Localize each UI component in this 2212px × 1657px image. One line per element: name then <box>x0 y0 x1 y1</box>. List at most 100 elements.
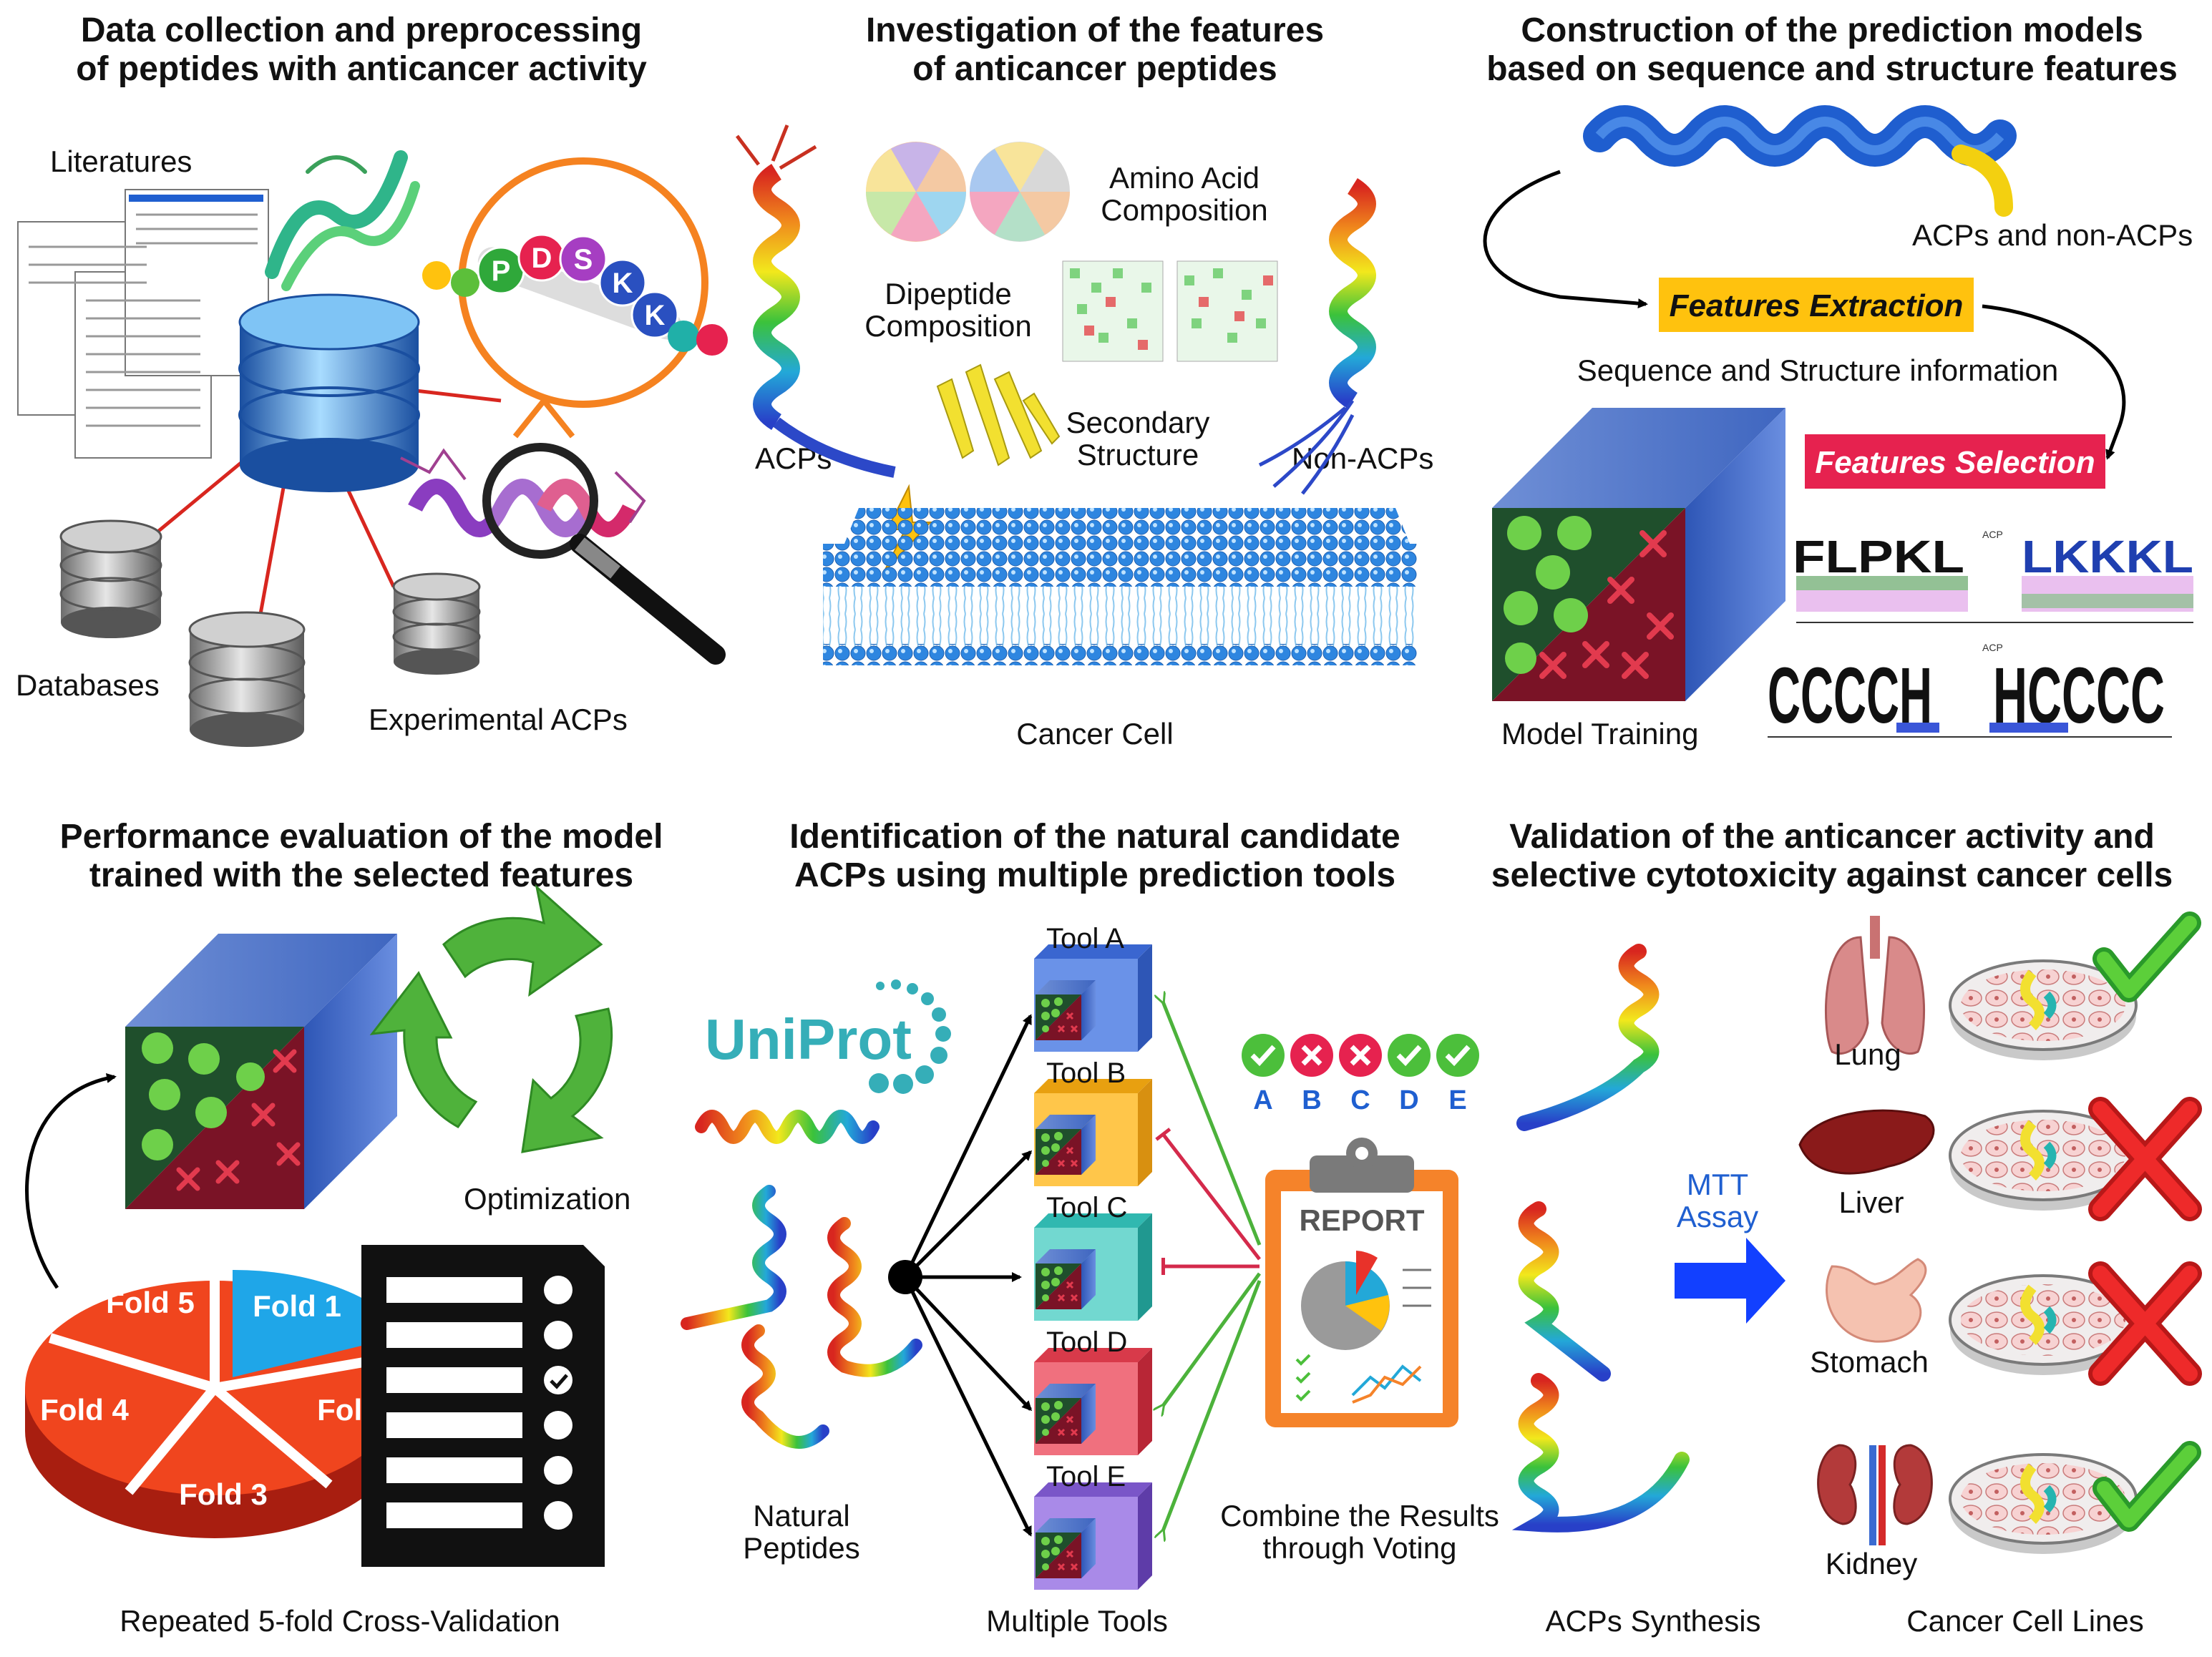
small-database-icon-2 <box>188 611 306 747</box>
dipeptide-heatmap-2 <box>1176 260 1278 362</box>
bead-letter-4: K <box>613 268 633 299</box>
sequence-beads: P D S K K <box>422 233 728 356</box>
liver-icon <box>1798 1109 1935 1175</box>
panel-3-title-line-2: based on sequence and structure features <box>1486 50 2178 88</box>
liver-label: Liver <box>1838 1186 1904 1219</box>
amino-acid-pie-icon-2 <box>970 142 1070 242</box>
panel-model-construction: Construction of the prediction models ba… <box>1483 11 2193 751</box>
stomach-label: Stomach <box>1810 1345 1929 1379</box>
checklist-icon <box>361 1245 605 1567</box>
vote-letter-c: C <box>1350 1085 1370 1115</box>
amino-acid-pie-icon-1 <box>866 142 966 242</box>
tool-b: Tool B <box>1034 1057 1152 1186</box>
aac-label-line-2: Composition <box>1101 193 1267 227</box>
sequence-structure-label: Sequence and Structure information <box>1577 353 2058 387</box>
checked-icon <box>550 1374 568 1389</box>
small-database-icon-3 <box>392 572 481 675</box>
peptide-helix-icon <box>400 448 646 537</box>
logo-top-left: FLPKL <box>1793 531 1964 582</box>
acp-protein-helix-icon <box>1583 105 2017 217</box>
bead-letter-5: K <box>645 300 666 331</box>
combine-results-label-line-1: Combine the Results <box>1220 1499 1499 1533</box>
features-extraction-label: Features Extraction <box>1670 288 1964 323</box>
mtt-arrow-icon <box>1675 1238 1785 1324</box>
literatures-label: Literatures <box>50 145 192 178</box>
tool-e: Tool E <box>1034 1461 1152 1590</box>
optimization-cycle-icon <box>369 884 613 1153</box>
beta-sheet-icon <box>936 363 1061 466</box>
panel-6-title-line-1: Validation of the anticancer activity an… <box>1509 818 2155 856</box>
cancer-cell-membrane <box>823 508 1417 665</box>
panel-candidate-identification: Identification of the natural candidate … <box>681 818 1499 1638</box>
kidney-label: Kidney <box>1826 1547 1917 1580</box>
literature-papers-icon <box>17 189 269 459</box>
panel-2-title-line-1: Investigation of the features <box>866 11 1324 49</box>
model-training-cube-icon <box>1492 408 1785 701</box>
report-title: REPORT <box>1299 1203 1424 1237</box>
dpc-label-line-1: Dipeptide <box>885 277 1011 311</box>
tool-d-label: Tool D <box>1046 1326 1127 1358</box>
petri-dish-liver <box>1949 1097 2202 1221</box>
tool-e-label: Tool E <box>1046 1461 1126 1492</box>
curved-arrow-to-selection <box>1982 304 2126 460</box>
non-acp-helix-icon <box>1258 177 1376 495</box>
petri-dish-stomach <box>1949 1261 2202 1386</box>
uniprot-logo-text: UniProt <box>705 1007 912 1071</box>
curved-arrow-to-extraction <box>1483 170 1648 309</box>
features-extraction-box <box>1659 278 1974 332</box>
cv-feedback-arrow <box>25 1073 117 1289</box>
vote-icons: A B C D E <box>1242 1034 1479 1115</box>
small-database-icon-1 <box>59 519 162 638</box>
cross-validation-caption: Repeated 5-fold Cross-Validation <box>120 1604 560 1638</box>
panel-4-title-line-2: trained with the selected features <box>89 856 633 894</box>
sequence-logo-bottom: ACP CCCCH HCCCC <box>1768 642 2172 740</box>
lung-label: Lung <box>1834 1037 1901 1071</box>
acps-synthesis-caption: ACPs Synthesis <box>1545 1604 1760 1638</box>
optimization-label: Optimization <box>464 1182 630 1216</box>
lung-icon <box>1824 916 1926 1055</box>
combine-results-label-line-2: through Voting <box>1263 1531 1457 1565</box>
panel-5-title-line-1: Identification of the natural candidate <box>789 818 1400 856</box>
natural-peptide-icons <box>681 1110 922 1449</box>
kidney-icon <box>1817 1444 1933 1545</box>
natural-peptides-label-line-2: Peptides <box>743 1531 859 1565</box>
multiple-tools-caption: Multiple Tools <box>986 1604 1168 1638</box>
panel-6-title-line-2: selective cytotoxicity against cancer ce… <box>1491 856 2173 894</box>
logo-title-top: ACP <box>1982 529 2003 540</box>
features-selection-label: Features Selection <box>1815 445 2095 480</box>
acps-non-acps-label: ACPs and non-ACPs <box>1912 218 2193 252</box>
tool-d: Tool D <box>1034 1326 1152 1455</box>
panel-3-title-line-1: Construction of the prediction models <box>1521 11 2143 49</box>
uniprot-logo: UniProt <box>705 979 951 1094</box>
acp-helix-icon <box>736 124 896 478</box>
panel-1-title-line-1: Data collection and preprocessing <box>81 11 642 49</box>
panel-5-title-line-2: ACPs using multiple prediction tools <box>794 856 1395 894</box>
result-arrows <box>1163 1002 1262 1531</box>
logo-title-bottom: ACP <box>1982 642 2003 653</box>
vote-letter-e: E <box>1448 1085 1466 1115</box>
secondary-structure-label-line-2: Structure <box>1077 438 1199 471</box>
panel-data-collection: Data collection and preprocessing of pep… <box>16 11 728 747</box>
magnifier-icon <box>482 443 726 665</box>
secondary-structure-label-line-1: Secondary <box>1066 406 1210 439</box>
experimental-acps-label: Experimental ACPs <box>369 703 628 736</box>
panel-2-title-line-2: of anticancer peptides <box>912 50 1277 88</box>
tool-b-label: Tool B <box>1046 1057 1126 1089</box>
panel-4-title-line-1: Performance evaluation of the model <box>60 818 663 856</box>
stomach-icon <box>1826 1258 1927 1343</box>
dipeptide-heatmap-1 <box>1062 260 1164 362</box>
model-training-label: Model Training <box>1501 717 1698 751</box>
synthesized-peptide-icons <box>1511 944 1690 1533</box>
dpc-label-line-2: Composition <box>864 309 1031 343</box>
databases-label: Databases <box>16 668 160 702</box>
cancer-cell-label: Cancer Cell <box>1016 717 1173 751</box>
panel-performance-evaluation: Performance evaluation of the model trai… <box>25 818 663 1638</box>
panel-feature-investigation: Investigation of the features of antican… <box>736 11 1433 751</box>
mtt-assay-label-line-1: MTT <box>1687 1168 1748 1201</box>
vote-letter-b: B <box>1302 1085 1321 1115</box>
fold-5-label: Fold 5 <box>106 1286 195 1319</box>
vote-letter-a: A <box>1253 1085 1272 1115</box>
tool-c-label: Tool C <box>1046 1192 1127 1223</box>
mtt-assay-label-line-2: Assay <box>1677 1200 1758 1233</box>
tool-a: Tool A <box>1034 923 1152 1052</box>
